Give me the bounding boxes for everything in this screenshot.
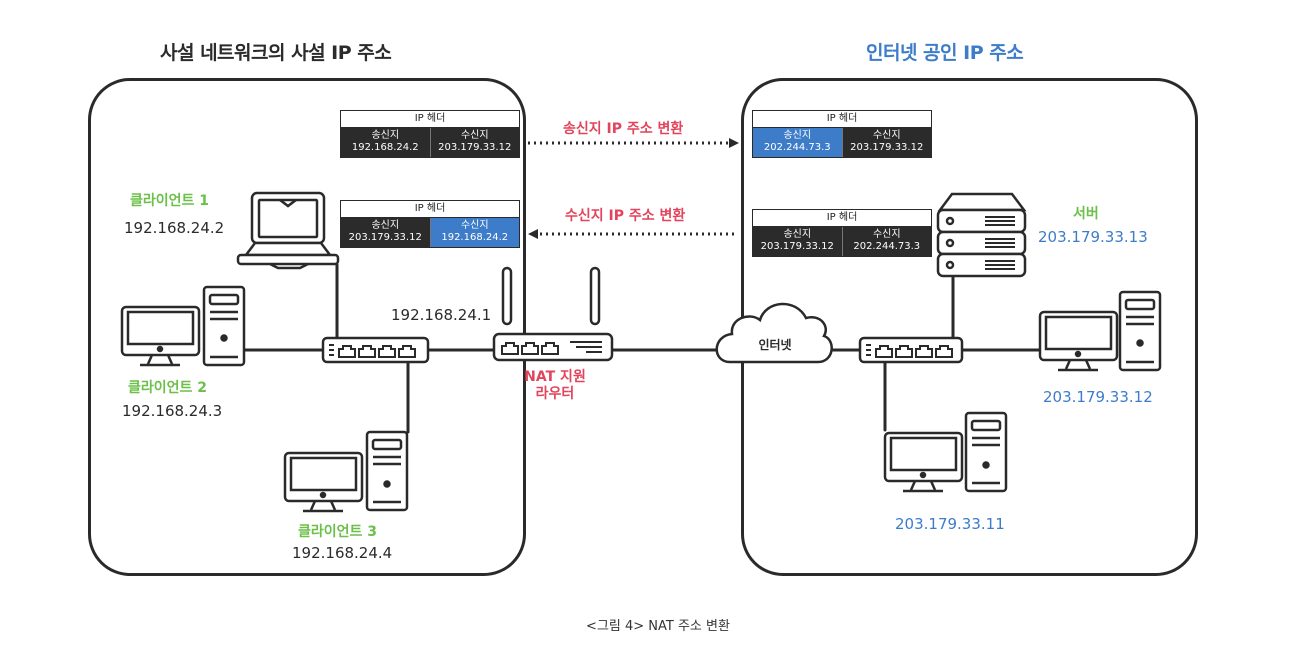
internet-label: 인터넷 xyxy=(758,338,792,352)
client2-ip: 192.168.24.3 xyxy=(122,402,223,420)
router-label: NAT 지원 라우터 xyxy=(524,369,586,402)
ip-header-title: IP 헤더 xyxy=(341,111,519,128)
router-icon xyxy=(492,266,614,362)
desktop-icon-host12 xyxy=(1038,290,1162,372)
private-network-title: 사설 네트워크의 사설 IP 주소 xyxy=(160,42,392,64)
ip-header-title: IP 헤더 xyxy=(753,210,931,227)
arrow-outbound-head xyxy=(729,138,739,148)
figure-caption: <그림 4> NAT 주소 변환 xyxy=(586,619,730,634)
internet-cloud-icon xyxy=(715,302,833,364)
inbound-translation-label: 수신지 IP 주소 변환 xyxy=(565,208,686,224)
host11-ip: 203.179.33.11 xyxy=(895,515,1005,533)
client1-name: 클라이언트 1 xyxy=(130,193,210,209)
source-ip: 202.244.73.3 xyxy=(763,142,831,153)
source-ip: 192.168.24.2 xyxy=(351,142,419,153)
ip-header-title: IP 헤더 xyxy=(753,111,931,128)
client3-name: 클라이언트 3 xyxy=(298,524,378,540)
client2-name: 클라이언트 2 xyxy=(128,380,208,396)
server-ip: 203.179.33.13 xyxy=(1038,228,1148,246)
destination-ip: 202.244.73.3 xyxy=(853,241,921,252)
public-network-title: 인터넷 공인 IP 주소 xyxy=(866,42,1024,64)
server-icon xyxy=(936,192,1027,278)
desktop-icon-client2 xyxy=(120,285,246,367)
source-ip: 203.179.33.12 xyxy=(348,232,422,243)
desktop-icon-host11 xyxy=(883,411,1008,493)
destination-ip: 192.168.24.2 xyxy=(441,232,509,243)
switch-icon-public xyxy=(858,336,964,364)
destination-ip: 203.179.33.12 xyxy=(850,142,924,153)
router-ip: 192.168.24.1 xyxy=(391,306,492,324)
desktop-icon-client3 xyxy=(283,430,409,513)
destination-ip: 203.179.33.12 xyxy=(438,142,512,153)
client1-ip: 192.168.24.2 xyxy=(124,219,225,237)
switch-icon-private xyxy=(321,336,430,364)
server-name: 서버 xyxy=(1073,206,1099,222)
laptop-icon xyxy=(236,191,340,270)
client3-ip: 192.168.24.4 xyxy=(292,544,393,562)
host12-ip: 203.179.33.12 xyxy=(1043,388,1153,406)
ip-header-title: IP 헤더 xyxy=(341,201,519,218)
arrow-inbound-head xyxy=(528,229,538,239)
source-ip: 203.179.33.12 xyxy=(760,241,834,252)
outbound-translation-label: 송신지 IP 주소 변환 xyxy=(563,121,684,137)
